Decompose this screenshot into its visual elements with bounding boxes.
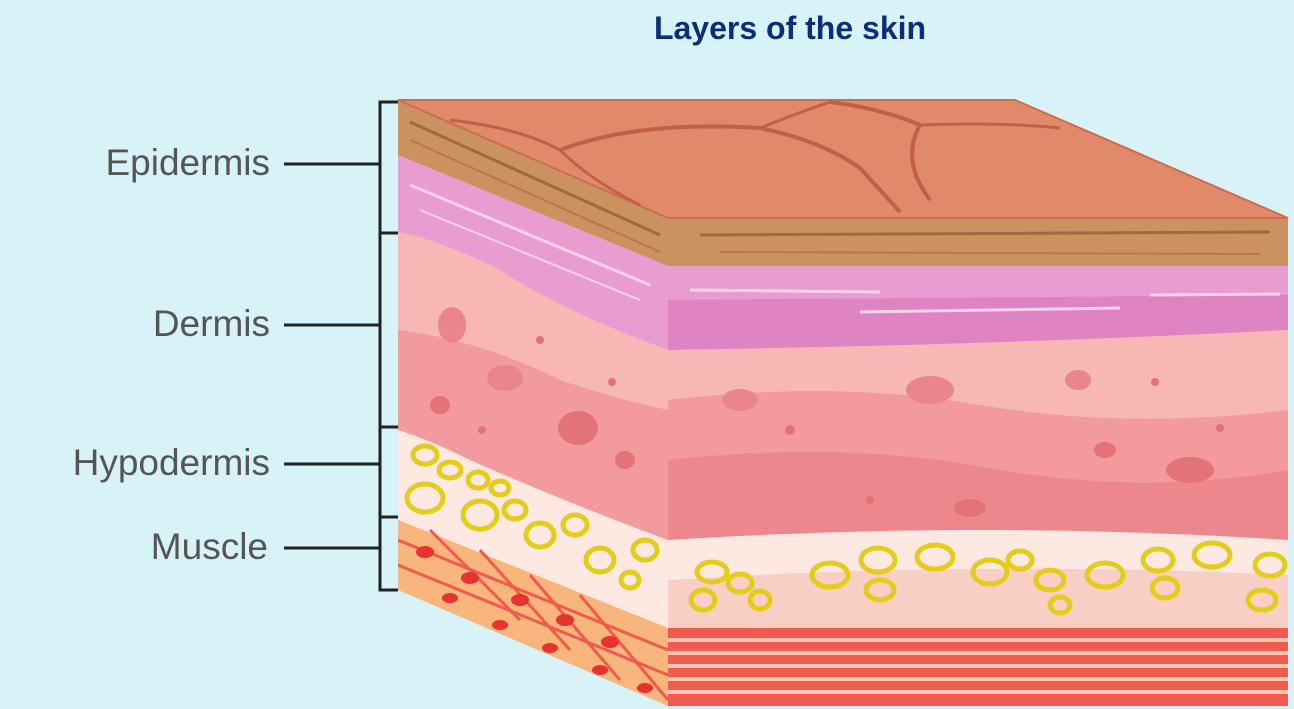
label-muscle: Muscle xyxy=(0,526,268,568)
front-face xyxy=(668,218,1288,706)
label-dermis: Dermis xyxy=(0,303,270,345)
front-epidermis-band xyxy=(668,218,1288,266)
label-epidermis: Epidermis xyxy=(0,142,270,184)
label-hypodermis: Hypodermis xyxy=(0,442,270,484)
label-bracket xyxy=(284,102,398,590)
